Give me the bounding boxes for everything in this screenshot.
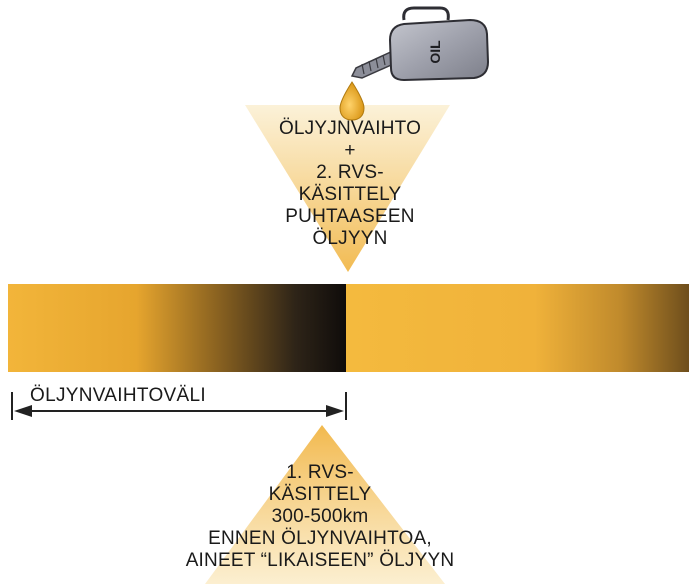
bottom-triangle [205,425,445,584]
top-label-line: KÄSITTELY [298,184,402,205]
bottom-label-line: 300-500km [271,506,369,527]
top-label-line: 2. RVS- [316,162,384,183]
bottom-label-line: ENNEN ÖLJYNVAIHTOA, [208,528,432,549]
oil-band-fresh [346,284,689,372]
bottom-label-line: 1. RVS- [286,462,354,483]
interval-arrow [11,392,347,420]
top-triangle [245,105,450,272]
bottom-label-line: KÄSITTELY [268,484,372,505]
top-label-line: PUHTAASEEN [285,206,415,227]
top-label-line: ÖLJYJNVAIHTO [278,118,422,139]
top-label-line: + [344,140,356,161]
bottom-label: 1. RVS- KÄSITTELY 300-500km ENNEN ÖLJYNV… [120,462,520,572]
top-label: ÖLJYJNVAIHTO + 2. RVS- KÄSITTELY PUHTAAS… [200,118,500,250]
oil-drop-icon [339,81,365,121]
oil-can-label: OIL [427,40,443,64]
oil-band-used [8,284,346,372]
oil-can-icon: OIL [350,6,490,82]
bottom-label-line: AINEET “LIKAISEEN” ÖLJYYN [185,550,455,571]
top-label-line: ÖLJYYN [312,228,388,249]
interval-label: ÖLJYNVAIHTOVÄLI [30,385,206,406]
